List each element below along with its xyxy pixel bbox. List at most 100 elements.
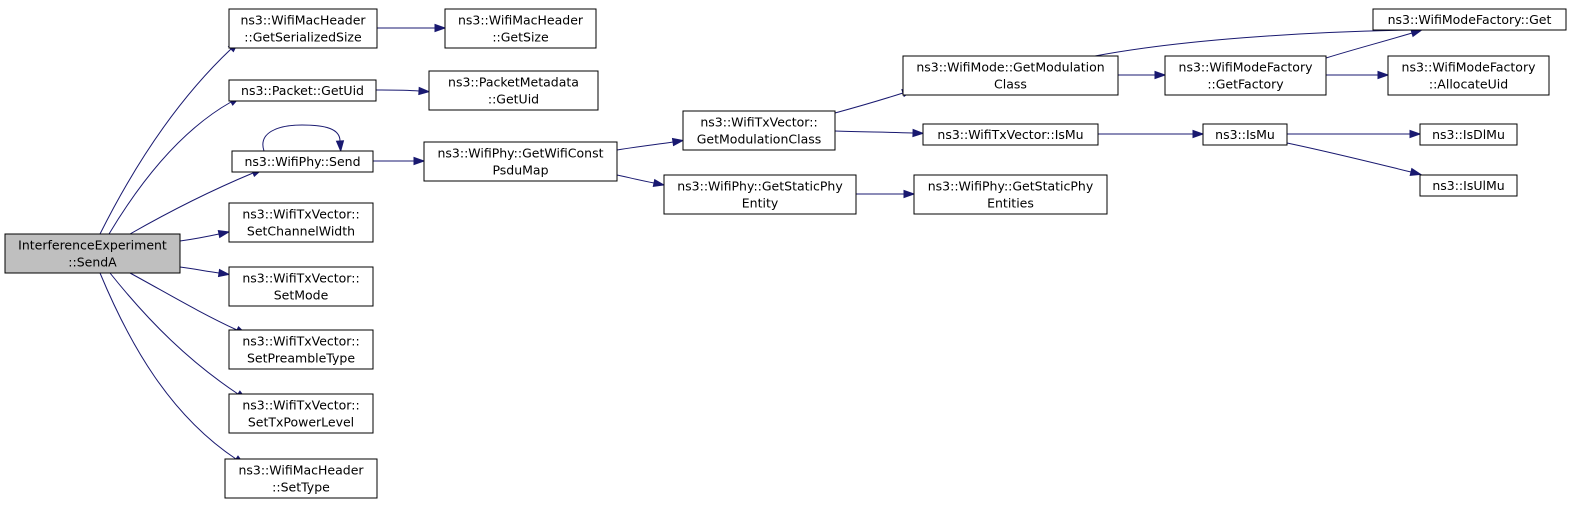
node-box [4,233,181,274]
node-label: Class [994,77,1027,92]
edge-getWifiConstPsduMap-to-getStaticPhyEntity [616,174,666,187]
arrowhead-icon [418,86,431,96]
edge-phySend-to-phySend [262,124,345,153]
edge-txGetModulationClass-to-txIsMu [834,128,925,138]
edge-line [1325,32,1413,59]
node-label: PsduMap [492,163,548,178]
node-label: InterferenceExperiment [18,238,167,253]
node-metadataGetUid[interactable]: ns3::PacketMetadata::GetUid [428,70,599,111]
node-isUlMu[interactable]: ns3::IsUlMu [1419,174,1518,197]
node-setChannelWidth[interactable]: ns3::WifiTxVector::SetChannelWidth [228,202,374,243]
node-allocateUid[interactable]: ns3::WifiModeFactory::AllocateUid [1387,55,1550,96]
arrowhead-icon [1192,129,1205,139]
node-box [682,110,836,151]
edge-root-to-setMode [179,266,231,278]
node-label: ns3::IsMu [1215,127,1275,142]
node-label: ns3::WifiModeFactory [1402,60,1537,75]
node-label: ::GetSize [492,30,549,45]
edge-line [834,130,914,134]
node-isDlMu[interactable]: ns3::IsDlMu [1419,123,1518,146]
arrowhead-icon [217,268,231,278]
node-box [224,458,378,499]
node-box [231,150,374,173]
node-box [922,123,1099,146]
edge-line [375,89,420,92]
edge-line [262,124,341,152]
node-setTxPowerLevel[interactable]: ns3::WifiTxVector::SetTxPowerLevel [228,393,374,434]
arrowhead-icon [434,23,447,33]
node-box [1387,55,1550,96]
edge-isMu-to-isDlMu [1287,129,1422,139]
node-factoryGet[interactable]: ns3::WifiModeFactory::Get [1372,8,1567,31]
node-box [1164,55,1327,96]
node-label: ns3::Packet::GetUid [241,83,364,98]
node-label: ::SetType [272,480,330,495]
node-box [444,8,597,49]
arrowhead-icon [335,140,345,153]
node-label: Entity [742,196,779,211]
node-txGetModulationClass[interactable]: ns3::WifiTxVector::GetModulationClass [682,110,836,151]
arrowhead-icon [652,178,666,187]
node-label: SetTxPowerLevel [248,415,354,430]
edge-modeGetModulationClass-to-factoryGetFactory [1117,70,1167,80]
edge-line [616,174,655,184]
edge-line [99,272,237,460]
edge-root-to-packetGetUid [108,96,242,235]
node-label: ns3::PacketMetadata [448,75,579,90]
call-graph-nodes: InterferenceExperiment::SendAns3::WifiMa… [4,8,1567,499]
edge-isMu-to-isUlMu [1286,142,1423,176]
node-label: ns3::WifiTxVector:: [700,115,817,130]
node-label: ns3::IsUlMu [1432,178,1504,193]
arrowhead-icon [217,230,231,239]
node-label: ns3::WifiModeFactory::Get [1388,12,1552,27]
node-getSize[interactable]: ns3::WifiMacHeader::GetSize [444,8,597,49]
edge-root-to-getSerializedSize [99,41,240,235]
arrowhead-icon [413,156,426,166]
node-label: ns3::WifiModeFactory [1179,60,1314,75]
arrowhead-icon [912,128,925,138]
node-setType[interactable]: ns3::WifiMacHeader::SetType [224,458,378,499]
node-label: ns3::WifiTxVector:: [242,271,359,286]
node-box [1372,8,1567,31]
node-box [663,174,857,215]
node-label: ns3::IsDlMu [1432,127,1505,142]
node-packetGetUid[interactable]: ns3::Packet::GetUid [228,79,377,102]
node-setPreambleType[interactable]: ns3::WifiTxVector::SetPreambleType [228,329,374,370]
node-modeGetModulationClass[interactable]: ns3::WifiMode::GetModulationClass [902,55,1119,96]
node-txIsMu[interactable]: ns3::WifiTxVector::IsMu [922,123,1099,146]
arrowhead-icon [1410,29,1424,38]
node-label: ns3::WifiTxVector:: [242,334,359,349]
edge-txGetModulationClass-to-modeGetModulationClass [834,89,914,114]
node-factoryGetFactory[interactable]: ns3::WifiModeFactory::GetFactory [1164,55,1327,96]
edge-line [1094,29,1413,57]
edge-getWifiConstPsduMap-to-txGetModulationClass [616,137,685,151]
edge-line [129,172,254,235]
node-box [228,393,374,434]
node-root: InterferenceExperiment::SendA [4,233,181,274]
node-setMode[interactable]: ns3::WifiTxVector::SetMode [228,266,374,307]
node-box [228,329,374,370]
node-label: ns3::WifiTxVector::IsMu [937,127,1083,142]
edge-line [616,141,674,151]
edge-modeGetModulationClass-to-factoryGet [1094,25,1424,57]
arrowhead-icon [903,189,916,199]
arrowhead-icon [1409,167,1423,176]
arrowhead-icon [1377,70,1390,80]
node-isMu[interactable]: ns3::IsMu [1202,123,1288,146]
node-box [228,8,378,49]
node-label: ::GetUid [488,92,539,107]
arrowhead-icon [1409,129,1422,139]
node-phySend[interactable]: ns3::WifiPhy::Send [231,150,374,173]
node-getSerializedSize[interactable]: ns3::WifiMacHeader::GetSerializedSize [228,8,378,49]
node-box [228,202,374,243]
node-label: ::AllocateUid [1429,77,1508,92]
node-label: ns3::WifiMacHeader [240,13,366,28]
edge-line [129,272,238,331]
node-label: ns3::WifiPhy::GetStaticPhy [677,179,843,194]
node-box [228,79,377,102]
node-label: ::GetFactory [1207,77,1284,92]
